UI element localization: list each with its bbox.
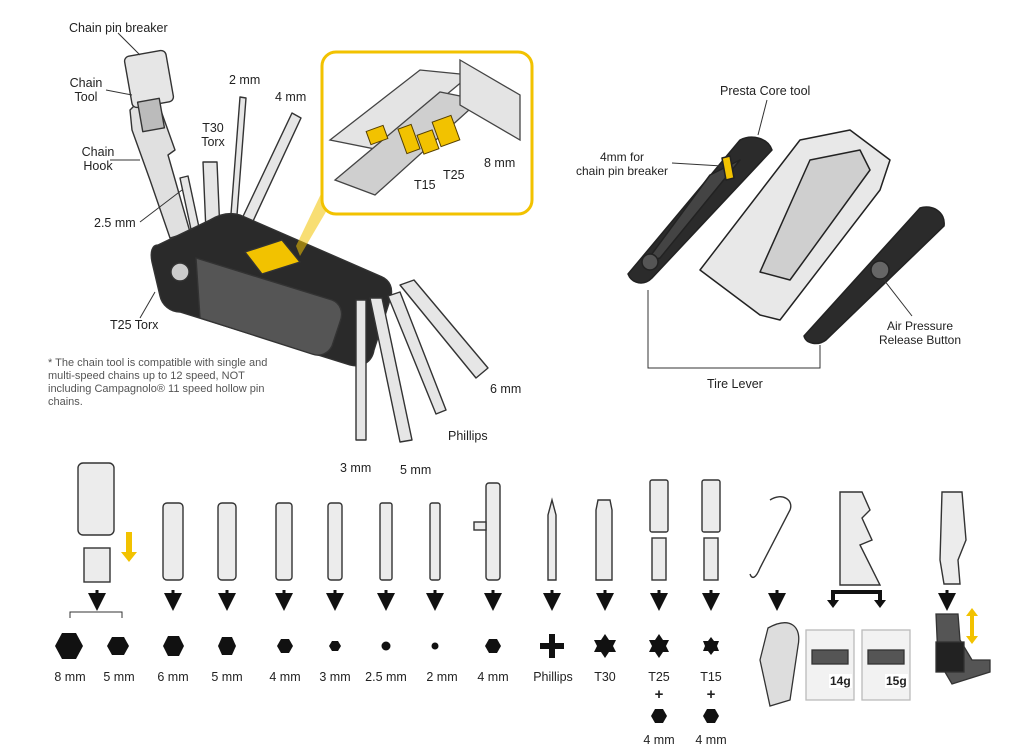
size-label: T15	[700, 670, 722, 684]
hex-3mm	[329, 641, 341, 651]
torx-t25	[649, 634, 669, 658]
socket-swap-arrow	[121, 532, 137, 562]
bit-8mm-socket	[77, 462, 115, 536]
usage-illustrations	[759, 608, 991, 707]
hex-8mm	[55, 633, 83, 659]
t25-sub-size: 4 mm	[643, 733, 675, 747]
hex-4mm-b	[485, 639, 501, 653]
size-label: T30	[594, 670, 616, 684]
bit-phillips	[547, 497, 557, 581]
bracket-8-5	[69, 611, 123, 618]
weight-label-14g: 14g	[829, 674, 852, 688]
size-label: 2.5 mm	[365, 670, 407, 684]
inset-label-t15: T15	[414, 178, 436, 192]
size-label: T25	[648, 670, 670, 684]
bit-end-shapes	[55, 633, 719, 723]
body-yellow-bits	[244, 239, 301, 275]
inset-yellow-bits	[365, 114, 461, 155]
label-6mm: 6 mm	[490, 382, 522, 396]
bit-4mm	[275, 502, 293, 581]
label-tire-lever: Tire Lever	[707, 377, 763, 391]
hex-4mm	[277, 639, 293, 653]
hex-5mm	[107, 637, 129, 655]
compatibility-note: * The chain tool is compatible with sing…	[48, 357, 268, 408]
bit-4mm-long	[485, 482, 501, 581]
bit-5mm-socket	[83, 547, 111, 583]
label-t25-torx: T25 Torx	[110, 318, 159, 332]
bit-t15-head	[701, 479, 721, 533]
t15-sub-size: 4 mm	[695, 733, 727, 747]
bit-chain-tool	[939, 491, 967, 585]
multitool-illustration	[123, 49, 489, 443]
key-phillips	[387, 291, 447, 415]
bit-2-5mm	[379, 502, 393, 581]
size-label: 4 mm	[477, 670, 509, 684]
bit-5mm	[217, 502, 237, 581]
label-presta-core-tool: Presta Core tool	[720, 84, 811, 98]
plus-sign: +	[706, 686, 716, 703]
lever-leaders	[647, 99, 913, 369]
inset-zoom	[296, 50, 534, 256]
label-2-5mm: 2.5 mm	[94, 216, 136, 230]
chain-hook-usage	[759, 622, 800, 707]
key-3mm	[355, 299, 367, 441]
hex-t15-sub	[703, 709, 719, 723]
bit-6mm	[162, 502, 184, 581]
presta-core-bit	[721, 155, 735, 181]
label-phillips: Phillips	[448, 429, 488, 443]
key-5mm	[369, 297, 413, 443]
split-arrow	[831, 590, 882, 602]
bit-t25-head	[649, 479, 669, 533]
label-3mm: 3 mm	[340, 461, 372, 475]
size-label: 6 mm	[157, 670, 189, 684]
hex-2-5mm	[381, 641, 391, 651]
chain-tool-usage-arrow	[966, 608, 978, 644]
torx-t30	[594, 634, 616, 658]
bit-3mm	[327, 502, 343, 581]
size-label: 5 mm	[211, 670, 243, 684]
label-2mm: 2 mm	[229, 73, 261, 87]
hex-5mm-b	[218, 637, 236, 655]
down-arrows	[88, 590, 956, 611]
size-label: 2 mm	[426, 670, 458, 684]
bit-tire-lever-profile	[839, 491, 882, 586]
size-label: 4 mm	[269, 670, 301, 684]
label-5mm: 5 mm	[400, 463, 432, 477]
key-6mm	[399, 279, 489, 379]
bit-illustrations	[77, 462, 967, 586]
size-label: 8 mm	[54, 670, 86, 684]
size-label: 5 mm	[103, 670, 135, 684]
multitool-leaders	[105, 32, 183, 319]
size-label: 3 mm	[319, 670, 351, 684]
phillips-cross	[540, 634, 564, 658]
bit-t30	[595, 499, 613, 581]
label-chain-pin-breaker: Chain pin breaker	[69, 21, 168, 35]
air-pressure-button	[870, 260, 890, 280]
size-label: Phillips	[533, 670, 573, 684]
torx-t15	[703, 637, 719, 655]
bit-chain-hook	[749, 496, 792, 579]
rim-15g	[861, 629, 911, 701]
plus-sign: +	[654, 686, 664, 703]
hex-6mm	[163, 636, 184, 656]
label-4mm: 4 mm	[275, 90, 307, 104]
rim-14g	[805, 629, 855, 701]
weight-label-15g: 15g	[885, 674, 908, 688]
hex-2mm	[431, 642, 439, 650]
key-2mm	[229, 96, 247, 229]
inset-label-t25: T25	[443, 168, 465, 182]
bit-2mm	[429, 502, 441, 581]
hex-t25-sub	[651, 709, 667, 723]
inset-label-8mm: 8 mm	[484, 156, 516, 170]
t25-torx-socket	[170, 262, 190, 282]
key-4mm	[237, 112, 302, 233]
tire-levers-illustration	[627, 129, 945, 345]
